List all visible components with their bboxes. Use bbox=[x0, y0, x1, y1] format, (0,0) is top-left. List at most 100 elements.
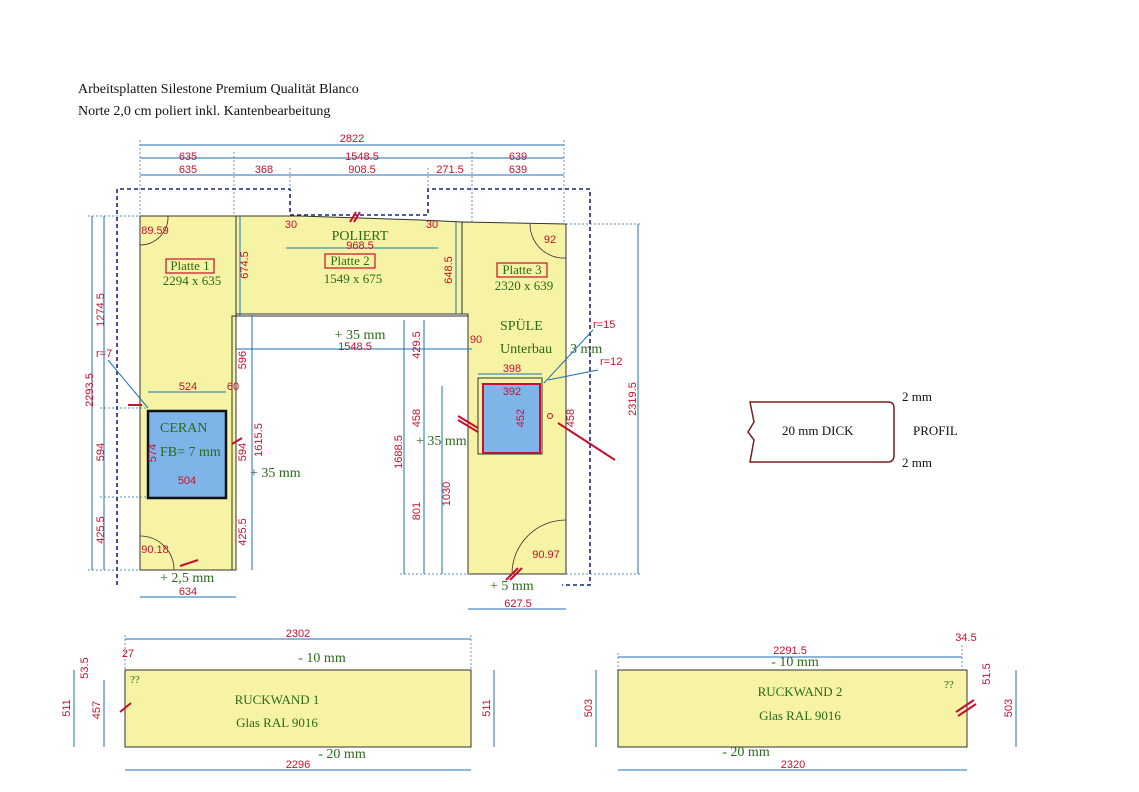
corner-arc-tl bbox=[139, 215, 169, 246]
bw1-right: 511 bbox=[481, 699, 493, 717]
bw1-q: ?? bbox=[130, 674, 140, 686]
dim-398: 398 bbox=[503, 363, 521, 375]
bw2-q: ?? bbox=[944, 679, 954, 691]
dim-12745: 1274.5 bbox=[95, 293, 107, 327]
profile-text: 20 mm DICK bbox=[782, 423, 854, 438]
slab-3-size: 2320 x 639 bbox=[495, 278, 554, 293]
slab-1-name: Platte 1 bbox=[170, 258, 209, 273]
dim-4255a: 425.5 bbox=[95, 516, 107, 544]
dim-6485: 648.5 bbox=[443, 256, 455, 284]
backwall-1 bbox=[124, 669, 472, 748]
bw2-minus10: - 10 mm bbox=[771, 655, 819, 670]
dim-16885: 1688.5 bbox=[393, 435, 405, 469]
bw2-right: 503 bbox=[1003, 699, 1015, 717]
dim-6275: 627.5 bbox=[504, 598, 532, 610]
profile-shape bbox=[747, 401, 895, 463]
tap-hole bbox=[547, 413, 553, 419]
dim-16155: 1615.5 bbox=[253, 423, 265, 457]
dim-1030: 1030 bbox=[441, 482, 453, 506]
dim-596: 596 bbox=[237, 351, 249, 369]
slab-2-size: 1549 x 675 bbox=[324, 271, 383, 286]
angle-tl: 89.59 bbox=[141, 225, 169, 237]
bw2-minus20: - 20 mm bbox=[722, 745, 770, 760]
bw1-sub: Glas RAL 9016 bbox=[236, 715, 318, 730]
dim-524: 524 bbox=[179, 381, 197, 393]
dim-4255b: 425.5 bbox=[237, 518, 249, 546]
spuele-label: SPÜLE bbox=[500, 317, 543, 334]
unterbau-label: Unterbau bbox=[500, 342, 552, 357]
radius-12: r=12 bbox=[600, 356, 622, 368]
dim-504: 504 bbox=[178, 475, 196, 487]
dim-row1-b: 1548.5 bbox=[345, 151, 379, 163]
dim-row2-c: 908.5 bbox=[348, 164, 376, 176]
bw1-535: 53.5 bbox=[79, 657, 91, 678]
dim-392: 392 bbox=[503, 386, 521, 398]
dim-452: 452 bbox=[515, 409, 527, 427]
slab-2-name: Platte 2 bbox=[330, 253, 369, 268]
corner-arc-tr bbox=[529, 223, 567, 259]
ceran-label: CERAN bbox=[160, 421, 207, 436]
bw2-515: 51.5 bbox=[981, 663, 993, 684]
dim-row2-d: 271.5 bbox=[436, 164, 464, 176]
bw1-minus10: - 10 mm bbox=[298, 651, 346, 666]
bw1-minus20: - 20 mm bbox=[318, 747, 366, 762]
header-line-2: Norte 2,0 cm poliert inkl. Kantenbearbei… bbox=[78, 104, 331, 119]
radius-15: r=15 bbox=[593, 319, 615, 331]
slab-1-size: 2294 x 635 bbox=[163, 273, 222, 288]
bw1-top: 2302 bbox=[286, 628, 310, 640]
bw2-title: RUCKWAND 2 bbox=[758, 684, 843, 699]
bw1-27: 27 bbox=[122, 648, 134, 660]
dim-30b: 30 bbox=[426, 219, 438, 231]
bw2-345: 34.5 bbox=[955, 632, 976, 644]
dim-row2-b: 368 bbox=[255, 164, 273, 176]
dim-row1-c: 639 bbox=[509, 151, 527, 163]
dim-801: 801 bbox=[411, 502, 423, 520]
bw1-title: RUCKWAND 1 bbox=[235, 692, 320, 707]
bw1-left: 511 bbox=[61, 699, 73, 717]
corner-arc-br bbox=[511, 519, 567, 575]
plus35-top: + 35 mm bbox=[335, 328, 386, 343]
profile-bottom: 2 mm bbox=[902, 455, 932, 470]
dim-23195: 2319.5 bbox=[627, 382, 639, 416]
profile-label: PROFIL bbox=[913, 423, 958, 438]
ceran-cutout bbox=[146, 409, 228, 500]
dim-90: 90 bbox=[470, 334, 482, 346]
dim-22935: 2293.5 bbox=[84, 373, 96, 407]
dim-634: 634 bbox=[179, 586, 197, 598]
plus35-right: + 35 mm bbox=[416, 434, 467, 449]
bw2-bottom: 2320 bbox=[781, 759, 805, 771]
dim-594a: 594 bbox=[95, 443, 107, 461]
dim-row2-a: 635 bbox=[179, 164, 197, 176]
backwall-2 bbox=[617, 669, 968, 748]
dim-458a: 458 bbox=[411, 409, 423, 427]
angle-tr: 92 bbox=[544, 234, 556, 246]
plus5-label: + 5 mm bbox=[490, 579, 534, 594]
dim-row1-a: 635 bbox=[179, 151, 197, 163]
bw2-sub: Glas RAL 9016 bbox=[759, 708, 841, 723]
dim-total: 2822 bbox=[340, 133, 364, 145]
dim-1548b: 1548.5 bbox=[338, 341, 372, 353]
wall-outline bbox=[116, 188, 591, 586]
bw1-bottom: 2296 bbox=[286, 759, 310, 771]
bw2-top: 2291.5 bbox=[773, 645, 807, 657]
bw2-left: 503 bbox=[583, 699, 595, 717]
dim-60: 60 bbox=[227, 381, 239, 393]
profile-top: 2 mm bbox=[902, 389, 932, 404]
angle-br: 90.97 bbox=[532, 549, 560, 561]
dim-594b: 594 bbox=[237, 443, 249, 461]
dim-30a: 30 bbox=[285, 219, 297, 231]
dim-6745: 674.5 bbox=[239, 251, 251, 279]
header-line-1: Arbeitsplatten Silestone Premium Qualitä… bbox=[78, 82, 359, 97]
sink-cutout bbox=[482, 383, 541, 454]
dim-574: 574 bbox=[147, 444, 159, 462]
dim-458b: 458 bbox=[565, 409, 577, 427]
dim-row2-e: 639 bbox=[509, 164, 527, 176]
dim-968: 968.5 bbox=[346, 240, 374, 252]
dim-4295: 429.5 bbox=[411, 331, 423, 359]
fb-label: FB= 7 mm bbox=[160, 445, 221, 460]
plus35-left: + 35 mm bbox=[250, 466, 301, 481]
corner-arc-bl bbox=[139, 535, 175, 571]
bw1-left2: 457 bbox=[91, 701, 103, 719]
angle-bl: 90.18 bbox=[141, 544, 169, 556]
